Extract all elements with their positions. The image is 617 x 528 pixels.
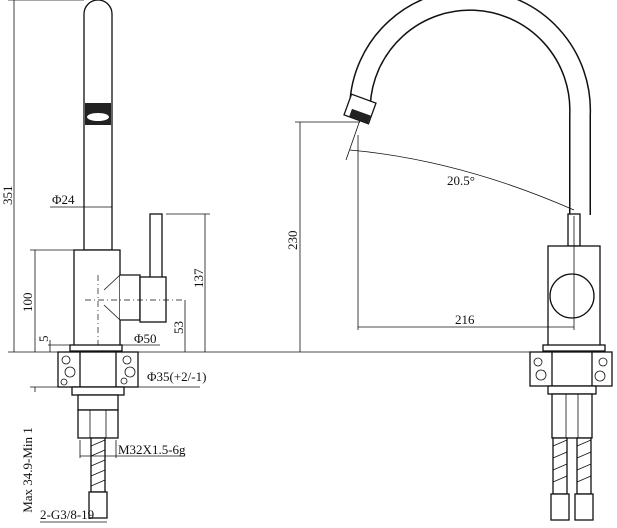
side-view: 351 Φ24 100 137 5 Φ50 53 Φ35(+2/-1) Max … <box>0 0 560 523</box>
mounting-nut <box>77 394 119 411</box>
dim-thread: M32X1.5-6g <box>118 442 186 457</box>
dim-hose-connector: 2-G3/8-19 <box>40 507 94 522</box>
cartridge <box>120 274 141 321</box>
dim-spout-diameter: Φ24 <box>52 192 75 207</box>
handle-cap <box>139 276 167 323</box>
dim-deck-thickness: Max 34.9-Min 1 <box>20 427 35 513</box>
spout-tube <box>83 0 113 251</box>
dim-handle-height: 137 <box>191 268 206 288</box>
dim-outlet-height: 230 <box>285 231 300 251</box>
dim-hole-diameter: Φ35(+2/-1) <box>147 369 206 384</box>
dim-body-height: 100 <box>20 293 35 313</box>
dim-reach: 216 <box>455 312 475 327</box>
dim-total-height: 351 <box>0 186 15 206</box>
dim-swivel-angle: 20.5° <box>447 173 475 188</box>
dim-handle-axis: 53 <box>171 321 186 334</box>
hose-fitting <box>88 491 108 519</box>
body <box>73 249 121 347</box>
handle-lever <box>149 213 163 279</box>
handle-knob <box>549 273 595 319</box>
base-flange <box>69 344 123 352</box>
dim-body-diameter: Φ50 <box>134 331 157 346</box>
dim-base-thickness: 5 <box>36 336 51 343</box>
front-view: 230 20.5° 216 <box>285 0 613 521</box>
